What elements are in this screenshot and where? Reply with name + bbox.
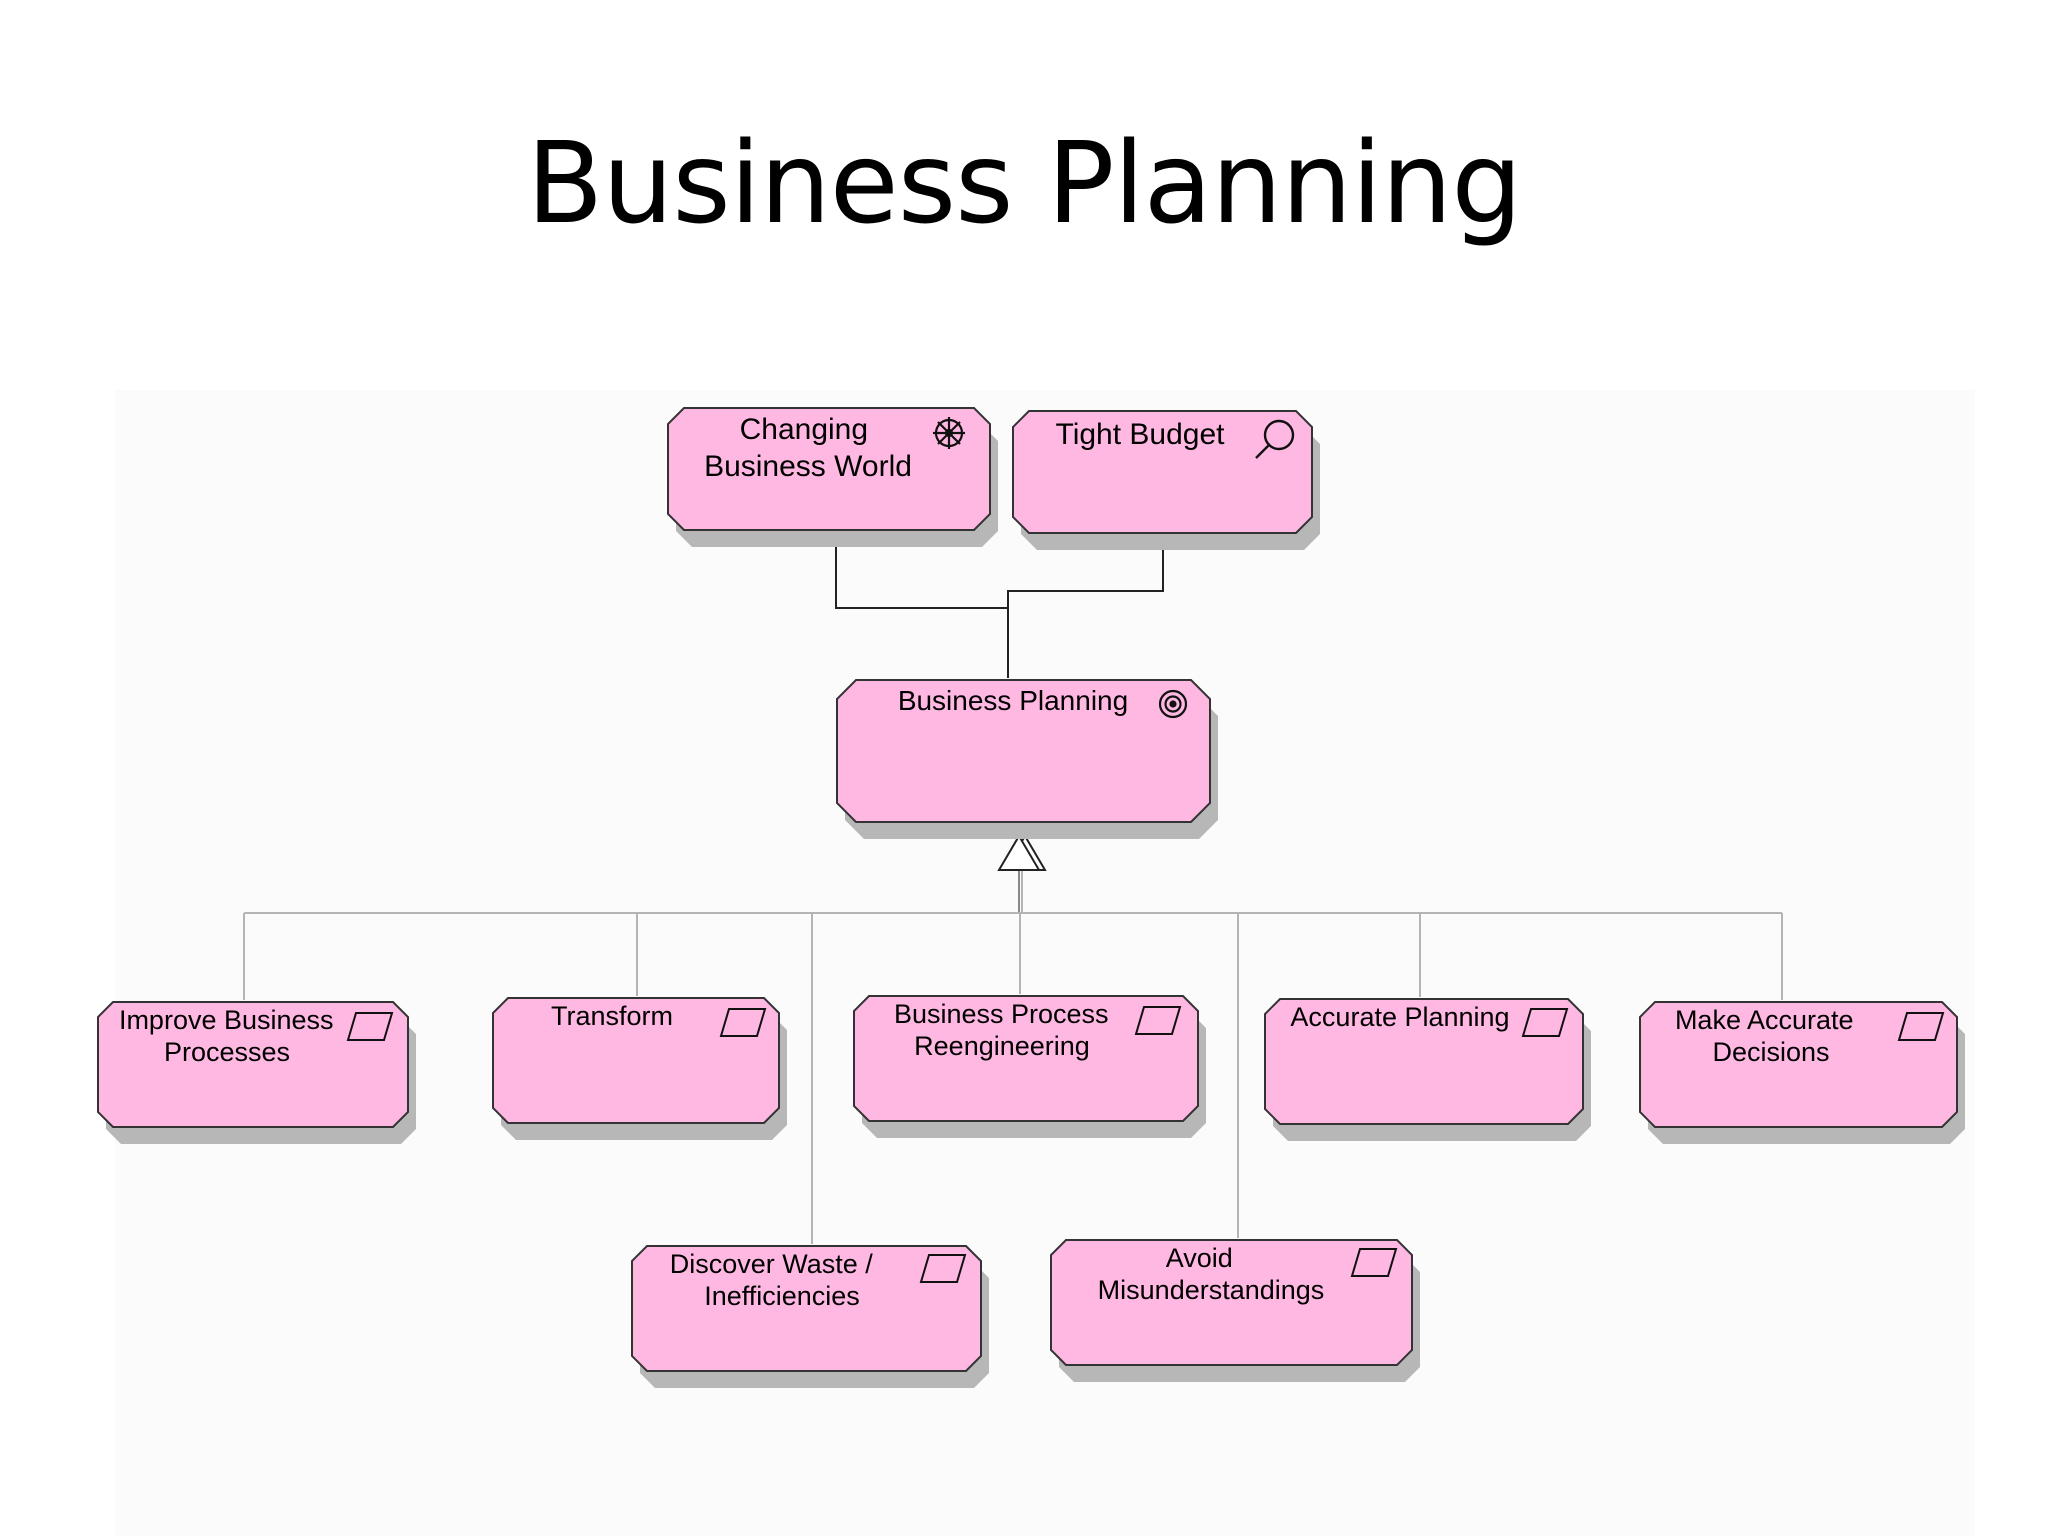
node-label: Processes: [164, 1037, 290, 1067]
connector-avoid-drop: [1022, 912, 1239, 1238]
node-label: Reengineering: [914, 1031, 1090, 1061]
svg-text:Improve Business Process: Improve Business Processes: [119, 1005, 341, 1067]
svg-text:Make Accurate Decisions: Make Accurate Decisions: [1675, 1005, 1861, 1067]
connector-assessment-to-goal: [1007, 537, 1164, 608]
node-label: Misunderstandings: [1098, 1275, 1325, 1305]
diagram-background: [115, 390, 1975, 1536]
node-transform[interactable]: Transform: [492, 997, 787, 1140]
node-label: Business World: [704, 450, 912, 483]
svg-text:Changing Business World: Changing Business World: [704, 413, 912, 483]
node-label: Tight Budget: [1056, 418, 1226, 451]
node-accurate-planning[interactable]: Accurate Planning: [1264, 998, 1591, 1141]
node-label: Discover Waste /: [670, 1249, 874, 1279]
svg-text:Tight Budget: Tight Budget: [1056, 418, 1226, 451]
specialization-arrowhead: [997, 834, 1047, 871]
node-label: Decisions: [1712, 1037, 1829, 1067]
requirement-icon: [1134, 1006, 1182, 1035]
node-changing-business-world[interactable]: Changing Business World: [667, 407, 998, 547]
requirement-icon: [1521, 1008, 1569, 1037]
node-discover-waste[interactable]: Discover Waste / Inefficiencies: [631, 1245, 989, 1388]
node-label: Avoid: [1166, 1243, 1233, 1273]
svg-text:Business Process Reengin: Business Process Reengineering: [894, 999, 1116, 1061]
node-label: Business Process: [894, 999, 1109, 1029]
requirement-icon: [346, 1012, 394, 1041]
connector-driver-to-goal: [835, 535, 1009, 678]
page-title: Business Planning: [526, 119, 1523, 249]
node-business-process-reengineering[interactable]: Business Process Reengineering: [853, 995, 1206, 1138]
requirement-icon: [719, 1008, 767, 1037]
influence-connectors: [835, 535, 1164, 678]
node-label: Business Planning: [898, 685, 1128, 716]
node-label: Make Accurate: [1675, 1005, 1854, 1035]
driver-icon: [933, 417, 965, 449]
svg-text:Accurate Planning: Accurate Planning: [1290, 1002, 1509, 1032]
svg-text:Business Planning: Business Planning: [898, 685, 1128, 716]
requirement-icon: [919, 1254, 967, 1283]
svg-text:Transform: Transform: [551, 1001, 673, 1031]
node-make-accurate-decisions[interactable]: Make Accurate Decisions: [1639, 1001, 1965, 1144]
svg-text:Avoid Misunderstandings: Avoid Misunderstandings: [1098, 1243, 1325, 1305]
node-label: Accurate Planning: [1290, 1002, 1509, 1032]
node-avoid-misunderstandings[interactable]: Avoid Misunderstandings: [1050, 1239, 1420, 1382]
node-improve-business-processes[interactable]: Improve Business Processes: [97, 1001, 416, 1144]
node-business-planning[interactable]: Business Planning: [836, 679, 1218, 839]
requirement-icon: [1897, 1012, 1945, 1041]
assessment-icon: [1255, 419, 1295, 459]
goal-icon: [1158, 689, 1188, 719]
svg-text:Discover Waste / Ineffic: Discover Waste / Inefficiencies: [670, 1249, 881, 1311]
requirement-icon: [1350, 1248, 1398, 1277]
node-label: Inefficiencies: [704, 1281, 860, 1311]
node-label: Transform: [551, 1001, 673, 1031]
specialization-connectors: [243, 870, 1783, 1244]
connector-discover-drop: [811, 912, 1022, 1244]
node-tight-budget[interactable]: Tight Budget: [1012, 410, 1320, 550]
node-label: Improve Business: [119, 1005, 334, 1035]
node-label: Changing: [740, 413, 868, 446]
